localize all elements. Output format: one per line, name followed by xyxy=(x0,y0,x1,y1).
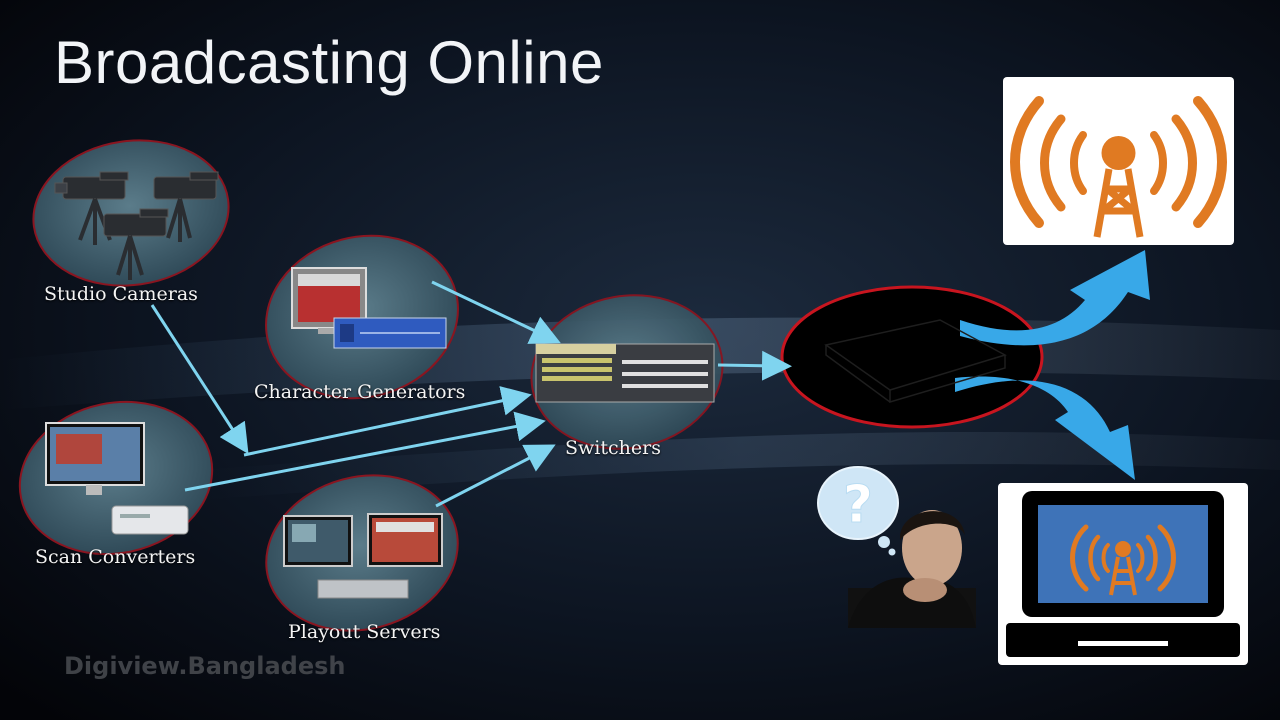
page-title: Broadcasting Online xyxy=(54,29,604,96)
switcher-panel-icon xyxy=(535,343,715,403)
camera-icon xyxy=(103,208,169,280)
arrow-encoder-to-antenna xyxy=(960,250,1150,346)
thinking-person-icon xyxy=(848,510,976,628)
watermark: Digiview.Bangladesh xyxy=(64,652,346,680)
server-box-icon xyxy=(317,579,409,599)
encoder-ellipse xyxy=(780,285,1044,429)
arrow-encoder-to-laptop xyxy=(955,376,1135,480)
laptop-panel xyxy=(998,483,1248,665)
switchers-label: Switchers xyxy=(565,437,661,459)
question-mark: ? xyxy=(843,475,873,535)
arrow-switchers-to-encoder xyxy=(717,350,792,381)
antenna-panel xyxy=(1003,77,1234,245)
arrow-scan-to-switchers xyxy=(184,411,546,492)
arrow-playout-to-switchers xyxy=(435,444,556,508)
character-generators-label: Character Generators xyxy=(254,381,466,403)
server-box-icon xyxy=(333,317,447,349)
arrow-cameras-to-switchers xyxy=(243,386,532,457)
playout-servers-label: Playout Servers xyxy=(288,621,441,643)
studio-cameras-label: Studio Cameras xyxy=(44,283,198,305)
scan-converter-box-icon xyxy=(111,505,189,535)
encoder-box-icon xyxy=(824,319,1007,404)
antenna-icon xyxy=(1010,96,1227,238)
monitor-icon xyxy=(283,515,353,567)
arrow-chargen-to-switchers xyxy=(431,280,561,344)
laptop-icon xyxy=(1006,491,1240,657)
camera-icon xyxy=(153,171,219,242)
monitor-icon xyxy=(367,513,443,567)
arrow-cameras-down xyxy=(150,304,249,455)
scan-converters-label: Scan Converters xyxy=(35,546,196,568)
monitor-icon xyxy=(45,422,145,495)
thought-bubble-icon: ? xyxy=(817,466,899,556)
